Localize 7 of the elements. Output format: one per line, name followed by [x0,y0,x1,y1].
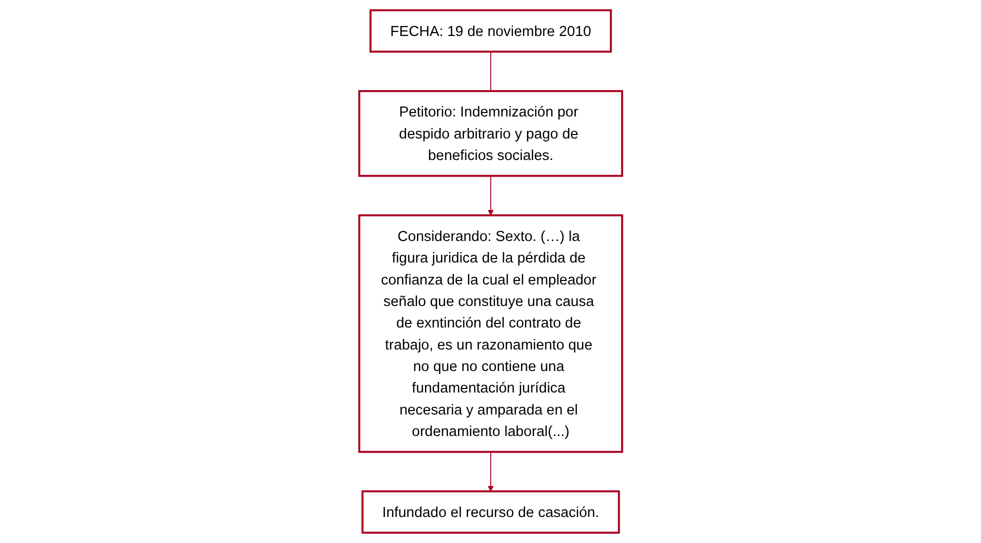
arrow [488,451,494,492]
node-box: Infundado el recurso de casación. [361,490,620,534]
node-box: Considerando: Sexto. (…) la figura juridica de la pérdida de confianza de la cual el empleador señalo que constituye una causa de exntinción del contrato de trabajo, es un razonamiento que no que no contiene una fundamentación jurídica necesaria y amparada en el ordenamiento laboral(...) [358,214,623,453]
connector [490,51,491,92]
arrow [488,175,494,216]
node-box: Petitorio: Indemnización por despido arbitrario y pago de beneficios sociales. [358,90,623,177]
node-box: FECHA: 19 de noviembre 2010 [369,9,612,53]
